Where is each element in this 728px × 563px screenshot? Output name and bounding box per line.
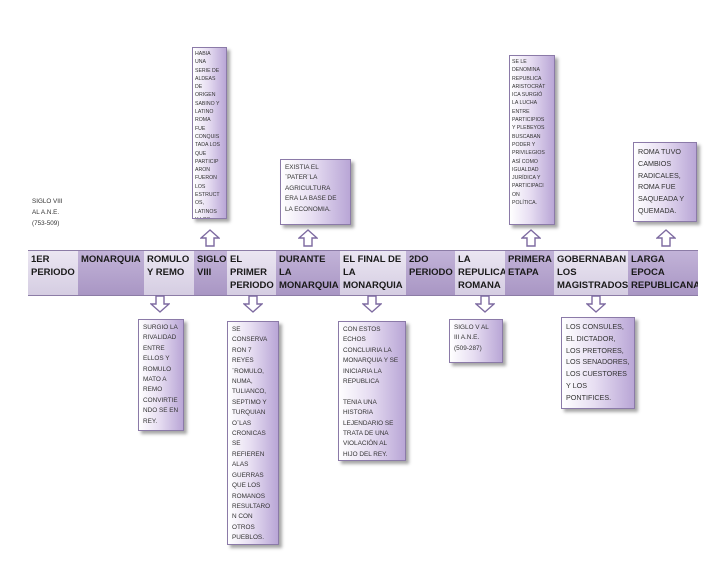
roma-cambios-note: ROMA TUVO CAMBIOS RADICALES, ROMA FUE SA… (633, 142, 697, 222)
down-arrow-icon (475, 295, 495, 313)
siglo-v-note: SIGLO V AL III A.N.E. (509-287) (449, 319, 503, 363)
magistrados-note: LOS CONSULES, EL DICTADOR, LOS PRETORES,… (561, 317, 635, 409)
down-arrow-icon (150, 295, 170, 313)
aldeas-note-text: HABIA UNA SERIE DE ALDEAS DE ORIGEN SABI… (195, 51, 220, 218)
period-romulo-y-remo: ROMULO Y REMO (144, 251, 194, 295)
final-monarquia-note-text: CON ESTOS ECHOS CONCLUIRIA LA MONARQUIA … (343, 326, 399, 458)
period-el-primer-periodo: EL PRIMER PERIODO (227, 251, 276, 295)
rivalidad-note-text: SURGIO LA RIVALIDAD ENTRE ELLOS Y ROMULO… (143, 324, 179, 425)
roma-cambios-note-text: ROMA TUVO CAMBIOS RADICALES, ROMA FUE SA… (638, 147, 685, 215)
pater-note-text: EXISTIA EL ¨PATER¨LA AGRICULTURA ERA LA … (285, 164, 337, 213)
republica-aristocratica-note: SE LE DENOMINA REPUBLICA ARISTOCRÁT ICA … (509, 55, 555, 225)
rivalidad-note: SURGIO LA RIVALIDAD ENTRE ELLOS Y ROMULO… (138, 319, 184, 431)
period-la-republica-romana: LA REPULICA ROMANA (455, 251, 505, 295)
up-arrow-icon (656, 229, 676, 247)
republica-aristocratica-note-text: SE LE DENOMINA REPUBLICA ARISTOCRÁT ICA … (512, 59, 546, 207)
reyes-note: SE CONSERVA RON 7 REYES ¨ROMULO, NUMA, T… (227, 321, 279, 545)
magistrados-note-text: LOS CONSULES, EL DICTADOR, LOS PRETORES,… (566, 322, 630, 402)
period-gobernaban-los-magistrados: GOBERNABAN LOS MAGISTRADOS (554, 251, 628, 295)
down-arrow-icon (586, 295, 606, 313)
final-monarquia-note: CON ESTOS ECHOS CONCLUIRIA LA MONARQUIA … (338, 321, 406, 461)
aldeas-note: HABIA UNA SERIE DE ALDEAS DE ORIGEN SABI… (192, 47, 227, 219)
period-larga-epoca-republicana: LARGA EPOCA REPUBLICANA (628, 251, 698, 295)
period-durante-la-monarquia: DURANTE LA MONARQUIA (276, 251, 340, 295)
period-1er-periodo: 1ER PERIODO (28, 251, 78, 295)
up-arrow-icon (521, 229, 541, 247)
pater-note: EXISTIA EL ¨PATER¨LA AGRICULTURA ERA LA … (280, 159, 351, 225)
timeline-band: 1ER PERIODO MONARQUIA ROMULO Y REMO SIGL… (28, 250, 698, 296)
period-primera-etapa: PRIMERA ETAPA (505, 251, 554, 295)
up-arrow-icon (298, 229, 318, 247)
siglo-v-note-text: SIGLO V AL III A.N.E. (509-287) (454, 324, 489, 352)
period-el-final-de-la-monarquia: EL FINAL DE LA MONARQUIA (340, 251, 406, 295)
period-siglo-viii: SIGLO VIII (194, 251, 227, 295)
period-monarquia: MONARQUIA (78, 251, 144, 295)
up-arrow-icon (200, 229, 220, 247)
siglo-viii-date-note: SIGLO VIII AL A.N.E. (753-509) (32, 198, 63, 227)
down-arrow-icon (243, 295, 263, 313)
period-2do-periodo: 2DO PERIODO (406, 251, 455, 295)
reyes-note-text: SE CONSERVA RON 7 REYES ¨ROMULO, NUMA, T… (232, 326, 271, 542)
down-arrow-icon (362, 295, 382, 313)
